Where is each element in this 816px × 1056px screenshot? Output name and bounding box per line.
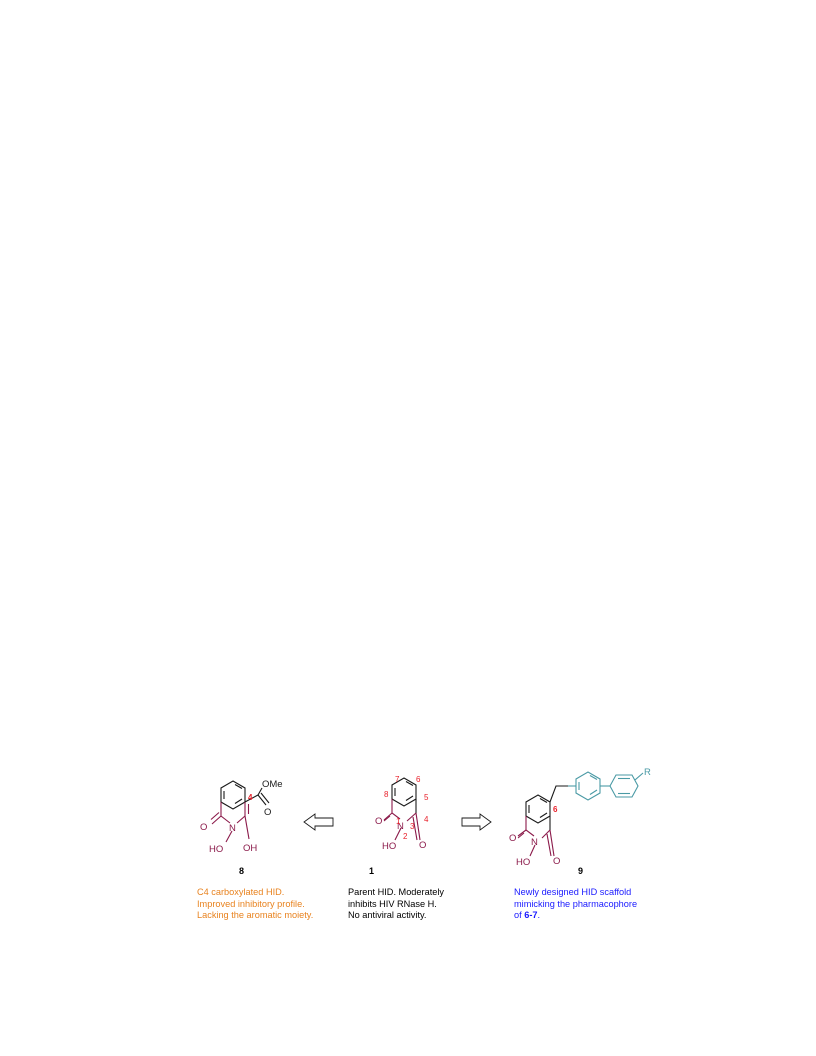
caption-line: of 6-7. (514, 910, 637, 922)
compound-8-n-o-bond (225, 830, 233, 843)
compound-8-atom-n: N (229, 823, 236, 834)
compound-9-n-o-bond (529, 844, 536, 857)
compound-1-structure (383, 777, 421, 841)
compound-1-c1-o-double-bond (383, 815, 391, 822)
compound-1-position-4: 4 (424, 815, 429, 824)
left-arrow (303, 813, 334, 831)
compound-8-benzene-ring (220, 780, 246, 810)
caption-line: Lacking the aromatic moiety. (197, 910, 314, 921)
compound-1-atom-n: N (397, 821, 404, 832)
compound-9-c1-o-bond (517, 829, 527, 837)
caption-line: C4 carboxylated HID. (197, 887, 285, 897)
compound-9-benzene-ring (525, 794, 551, 824)
caption-compound-ref: 6-7 (524, 910, 538, 921)
compound-8-benzene-double-bond (234, 798, 243, 804)
compound-9-caption: Newly designed HID scaffold mimicking th… (514, 887, 637, 922)
compound-9-methylene-linker (549, 785, 568, 803)
compound-1-position-6: 6 (416, 775, 421, 784)
compound-9-c3-o-bond (549, 829, 555, 857)
compound-9-atom-n: N (531, 837, 538, 848)
caption-line: Newly designed HID scaffold (514, 887, 632, 897)
compound-8-atom-carbonyl-o: O (264, 807, 271, 818)
compound-8-atom-ring-o: O (200, 822, 207, 833)
compound-9-benzene-double-bond (539, 798, 548, 803)
compound-8-ester-co-double-bond (260, 792, 270, 804)
compound-9-r-bond (634, 772, 644, 781)
compound-9-atom-o3: O (553, 856, 560, 867)
compound-1-position-7: 7 (395, 775, 400, 784)
right-arrow (461, 813, 492, 831)
compound-8-c1-o-bond (211, 815, 222, 825)
compound-9-structure (517, 771, 644, 857)
compound-1-atom-ho: HO (382, 841, 396, 852)
compound-9-biphenyl-double-bond (589, 775, 598, 780)
compound-8-atom-oh: OH (243, 843, 257, 854)
compound-1-c3-o-bond (415, 812, 421, 841)
compound-8-structure (210, 780, 270, 843)
compound-8-ester-ome-bond (257, 787, 263, 796)
caption-line: inhibits HIV RNase H. (348, 898, 437, 909)
compound-9-c1-o-double-bond (517, 832, 525, 839)
compound-9-position-6: 6 (553, 805, 558, 814)
compound-9-c3-o-double-bond (546, 833, 552, 857)
compound-9-atom-r: R (644, 767, 651, 778)
caption-line: Improved inhibitory profile. (197, 898, 305, 909)
caption-text: . (537, 910, 541, 921)
compound-1-benzene-double-bond (405, 781, 414, 786)
compound-1-caption: Parent HID. Moderately inhibits HIV RNas… (348, 887, 444, 922)
compound-1-c3-o-double-bond (412, 816, 418, 841)
compound-1-position-3: 3 (410, 822, 415, 831)
caption-line: mimicking the pharmacophore (514, 898, 638, 909)
compound-1-position-2: 2 (403, 832, 408, 841)
compound-1-atom-o1: O (375, 816, 382, 827)
compound-9-atom-o1: O (509, 833, 516, 844)
compound-1-ring-bonds (406, 812, 417, 822)
compound-1-n-o-bond (394, 827, 402, 841)
compound-8-atom-ho: HO (209, 844, 223, 855)
compound-number-8: 8 (239, 866, 245, 876)
compound-1-benzene-ring (391, 777, 417, 807)
compound-9-benzene-double-bond (539, 812, 548, 818)
compound-9-atom-ho: HO (516, 857, 530, 868)
compound-8-atom-ome: OMe (262, 779, 283, 790)
compound-1-c1-o-bond (383, 812, 393, 821)
compound-1-position-5: 5 (424, 793, 429, 802)
caption-line: Parent HID. Moderately (348, 887, 444, 897)
compound-8-ester-co-bond (257, 794, 267, 806)
compound-8-ester-bond (244, 794, 259, 803)
compound-9-ring-bonds (525, 816, 535, 837)
compound-8-caption: C4 carboxylated HID. Improved inhibitory… (197, 887, 313, 922)
compound-1-atom-o3: O (419, 840, 426, 851)
caption-text: of (514, 910, 525, 921)
compound-1-position-1: 1 (396, 817, 401, 826)
compound-9-biphenyl-ring-a (575, 771, 601, 801)
compound-1-ring-bonds (391, 799, 401, 820)
compound-1-position-8: 8 (384, 790, 389, 799)
compound-8-position-4: 4 (248, 793, 253, 802)
compound-8-benzene-double-bond (234, 784, 243, 789)
compound-8-c3-oh-bond (244, 815, 250, 840)
compound-8-ring-bonds (236, 815, 246, 824)
compound-9-ring-bonds (541, 829, 551, 839)
compound-8-c1-o-double-bond (210, 812, 220, 820)
caption-line: No antiviral activity. (348, 910, 427, 921)
compound-number-1: 1 (369, 866, 375, 876)
compound-1-benzene-double-bond (405, 795, 414, 801)
compound-9-biphenyl-double-bond (589, 789, 598, 795)
compound-number-9: 9 (578, 866, 584, 876)
compound-9-biphenyl-ring-b (609, 774, 639, 798)
